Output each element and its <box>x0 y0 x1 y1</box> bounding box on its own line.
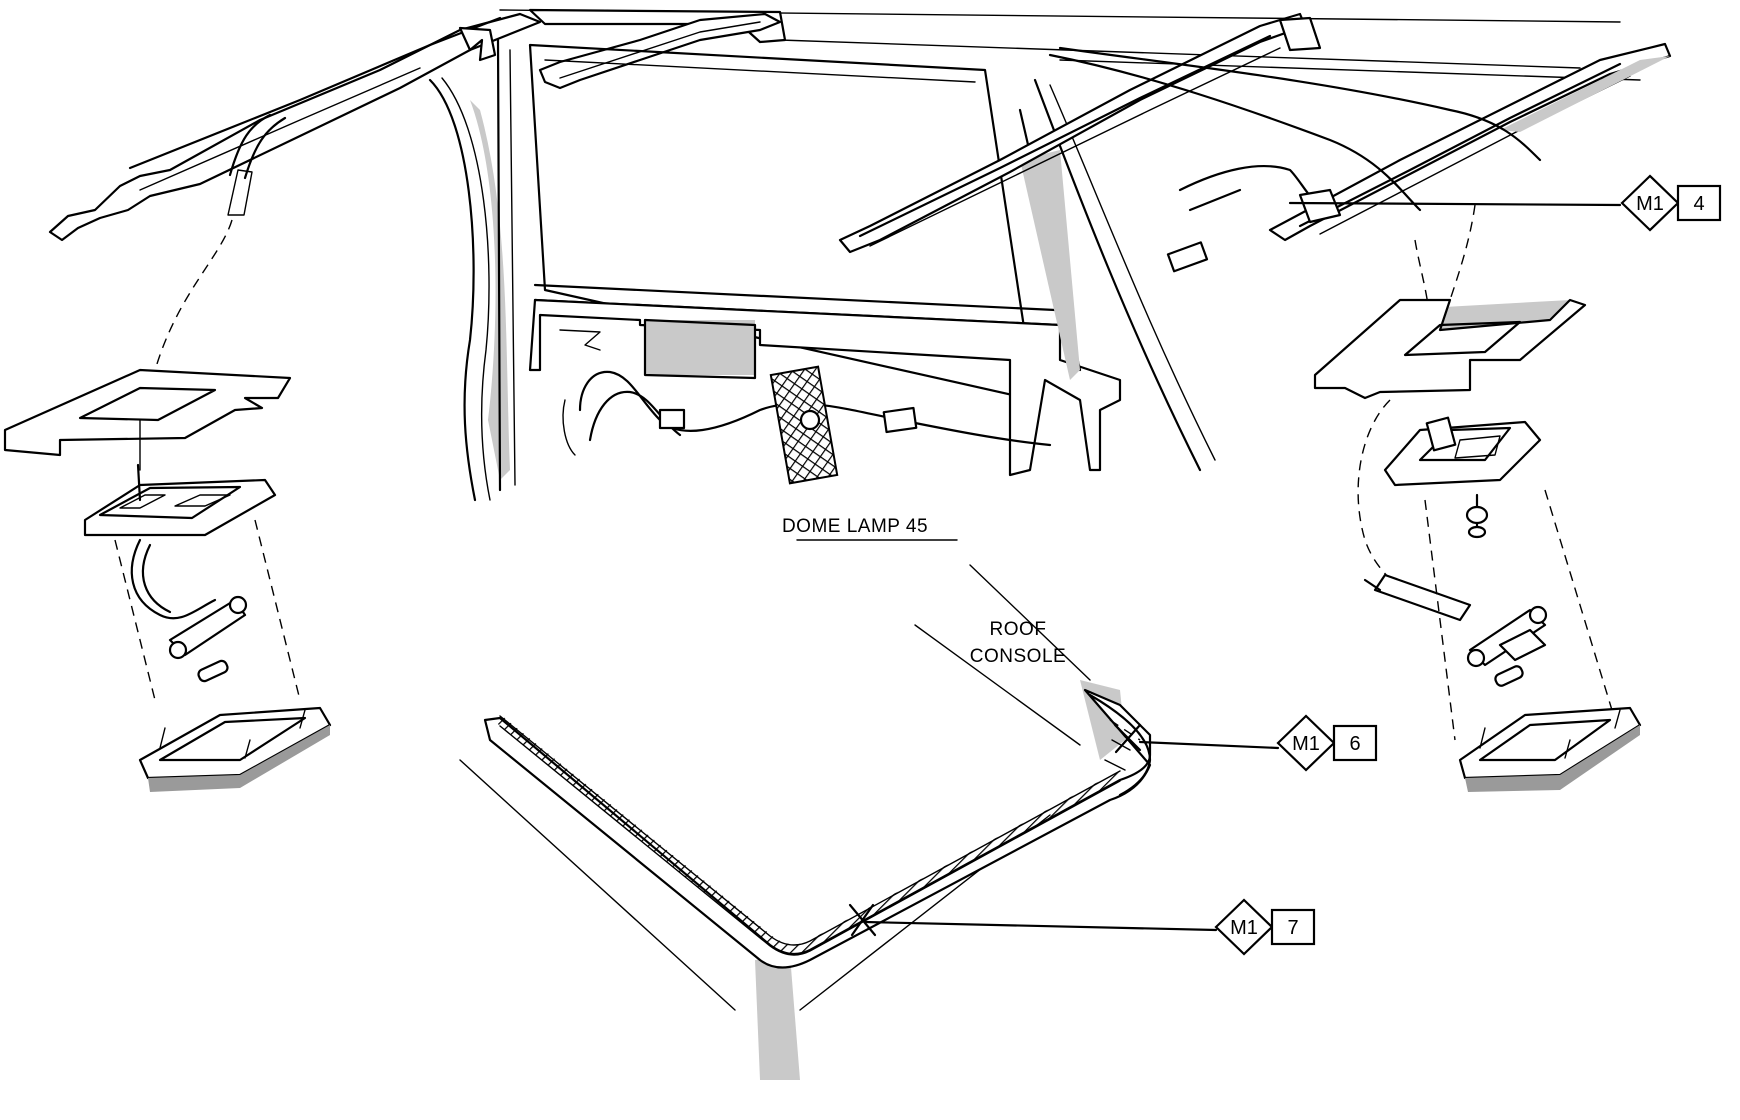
reference-tag-7: M1 7 <box>1214 898 1316 956</box>
reference-page-label: M1 <box>1230 917 1258 939</box>
roof-console <box>459 564 1152 1080</box>
reference-number-label: 6 <box>1349 733 1360 755</box>
roof-console-label-line-1: ROOF <box>990 619 1047 640</box>
reference-number-label: 4 <box>1693 193 1704 215</box>
reference-page-label: M1 <box>1636 193 1664 215</box>
reference-tag-4: M1 4 <box>1620 174 1722 232</box>
reference-page-label: M1 <box>1292 733 1320 755</box>
reference-tag-6: M1 6 <box>1276 714 1378 772</box>
reference-number-label: 7 <box>1287 917 1298 939</box>
dome-lamp-title: DOME LAMP 45 <box>782 516 928 537</box>
left-dome-lamp-assembly <box>3 219 332 792</box>
roof-structure <box>48 8 1672 502</box>
leader-lines <box>863 201 1622 932</box>
right-dome-lamp-assembly <box>1313 204 1642 792</box>
roof-console-label-line-2: CONSOLE <box>970 646 1066 667</box>
